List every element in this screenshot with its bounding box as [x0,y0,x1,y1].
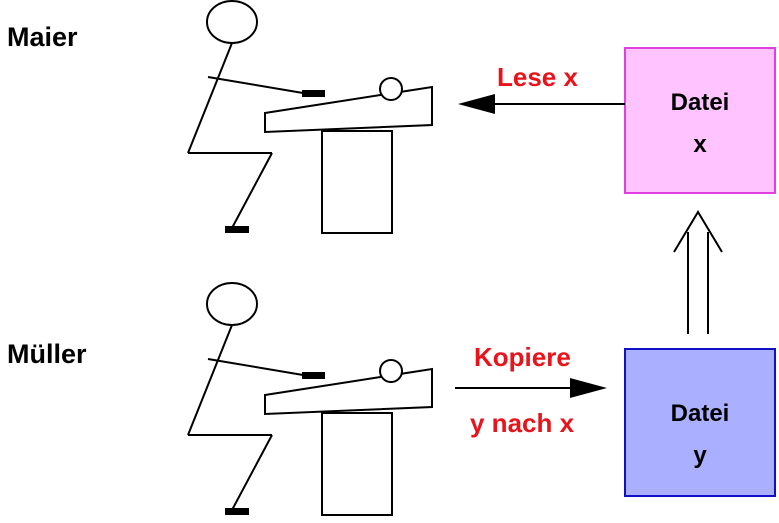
copy-flow-double-arrow [673,210,723,334]
person-name-maier: Maier [7,22,78,52]
file-x-label-line1: Datei [671,89,730,116]
file-x: Datei x [624,47,776,194]
file-y: Datei y [624,348,776,497]
file-y-label-line1: Datei [671,400,730,427]
person-maier [187,0,433,234]
read-arrow [458,94,625,114]
copy-action-label-line1: Kopiere [474,342,571,372]
file-x-box [624,47,776,194]
file-y-box [624,348,776,497]
copy-action-label-line2: y nach x [470,408,575,438]
read-action-label: Lese x [497,62,578,92]
file-x-label-line2: x [693,131,707,158]
arrow-right-icon [570,378,607,398]
arrow-left-icon [458,94,495,114]
person-name-mueller: Müller [7,339,87,369]
person-mueller [187,282,433,516]
double-arrow-up-icon [673,210,723,253]
copy-arrow [455,378,607,398]
file-y-label-line2: y [693,442,707,469]
person-at-keyboard-icon [187,282,433,516]
person-at-keyboard-icon [187,0,433,234]
